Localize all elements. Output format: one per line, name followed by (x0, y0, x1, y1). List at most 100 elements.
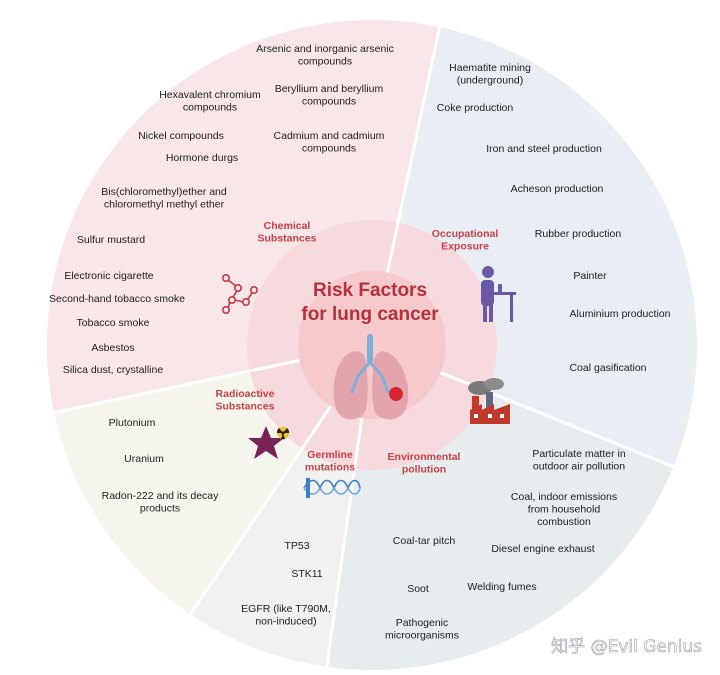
risk-item-germline-line: STK11 (291, 568, 322, 580)
risk-item-environmental-line: from household (528, 504, 601, 516)
category-label-radioactive-line: Substances (216, 401, 275, 413)
risk-item-germline-line: TP53 (284, 540, 309, 552)
lungs-icon (333, 334, 409, 420)
category-label-environmental-line: Environmental (388, 451, 461, 463)
risk-item-chemical-line: Sulfur mustard (77, 234, 145, 246)
risk-item-environmental-line: Soot (407, 583, 429, 595)
category-label-environmental-line: pollution (402, 464, 446, 476)
risk-item-chemical: Electronic cigarette (64, 270, 153, 282)
risk-item-environmental-line: combustion (537, 516, 591, 528)
risk-item-chemical: Sulfur mustard (77, 234, 145, 246)
sector-divider (53, 358, 300, 415)
sector-divider (189, 405, 332, 616)
risk-item-environmental-line: microorganisms (385, 630, 459, 642)
risk-item-chemical-line: Electronic cigarette (64, 270, 153, 282)
risk-item-occupational-line: Painter (573, 270, 607, 282)
risk-item-chemical-line: Hexavalent chromium (159, 89, 261, 101)
title-line-1: Risk Factors (313, 280, 427, 301)
risk-item-radioactive-line: products (140, 503, 180, 515)
risk-item-chemical-line: Second-hand tobacco smoke (49, 293, 185, 305)
category-label-germline-line: mutations (305, 462, 355, 474)
risk-item-chemical-line: Hormone durgs (166, 152, 238, 164)
risk-item-chemical-line: compounds (302, 143, 356, 155)
risk-item-environmental-line: outdoor air pollution (533, 461, 625, 473)
risk-item-chemical-line: Cadmium and cadmium (274, 130, 385, 142)
radioactive-star-icon (248, 426, 290, 459)
risk-item-occupational-line: Coal gasification (569, 362, 646, 374)
category-label-germline-line: Germline (307, 449, 353, 461)
sector-divider (385, 26, 442, 273)
risk-item-environmental: Coal-tar pitch (393, 535, 456, 547)
risk-item-environmental: Soot (407, 583, 429, 595)
risk-item-chemical-line: compounds (183, 102, 237, 114)
risk-item-occupational-line: Rubber production (535, 228, 622, 240)
risk-item-chemical-line: compounds (302, 96, 356, 108)
title-line-2: for lung cancer (301, 304, 439, 325)
risk-item-chemical-line: compounds (298, 56, 352, 68)
factory-icon (468, 378, 510, 424)
risk-item-occupational: Rubber production (535, 228, 622, 240)
category-label-radioactive-line: Radioactive (216, 388, 275, 400)
risk-item-environmental: Welding fumes (467, 581, 536, 593)
risk-item-chemical-line: chloromethyl methyl ether (104, 199, 225, 211)
risk-item-chemical: Tobacco smoke (77, 317, 150, 329)
sector-divider (325, 418, 364, 668)
diagram-title: Risk Factors for lung cancer (301, 280, 439, 325)
risk-item-germline: STK11 (291, 568, 322, 580)
risk-item-environmental-line: Welding fumes (467, 581, 536, 593)
risk-item-radioactive: Uranium (124, 453, 164, 465)
risk-item-occupational: Acheson production (511, 183, 604, 195)
risk-item-environmental-line: Coal, indoor emissions (511, 491, 617, 503)
risk-item-environmental-line: Diesel engine exhaust (491, 543, 594, 555)
dna-coil-icon (303, 478, 361, 498)
risk-item-chemical: Silica dust, crystalline (63, 364, 164, 376)
risk-item-chemical-line: Tobacco smoke (77, 317, 150, 329)
molecule-icon (222, 273, 259, 314)
risk-item-radioactive: Plutonium (109, 417, 156, 429)
risk-item-radioactive-line: Plutonium (109, 417, 156, 429)
risk-item-environmental-line: Pathogenic (396, 617, 449, 629)
category-label-chemical-line: Chemical (264, 220, 311, 232)
risk-item-chemical-line: Asbestos (91, 342, 134, 354)
category-label-occupational-line: Occupational (432, 228, 499, 240)
category-label-occupational-line: Exposure (441, 241, 489, 253)
risk-item-chemical-line: Beryllium and beryllium (275, 83, 384, 95)
risk-item-chemical: Asbestos (91, 342, 134, 354)
risk-item-radioactive-line: Uranium (124, 453, 164, 465)
category-label-chemical-line: Substances (258, 233, 317, 245)
risk-item-chemical-line: Nickel compounds (138, 130, 224, 142)
risk-item-occupational-line: Coke production (437, 102, 514, 114)
risk-item-environmental: Diesel engine exhaust (491, 543, 594, 555)
risk-item-germline: TP53 (284, 540, 309, 552)
risk-item-germline-line: EGFR (like T790M, (241, 603, 331, 615)
risk-item-occupational: Iron and steel production (486, 143, 602, 155)
risk-item-chemical: Nickel compounds (138, 130, 224, 142)
risk-item-environmental-line: Particulate matter in (532, 448, 626, 460)
lab-worker-icon (481, 266, 516, 322)
risk-item-chemical-line: Silica dust, crystalline (63, 364, 164, 376)
risk-item-chemical: Second-hand tobacco smoke (49, 293, 185, 305)
risk-item-occupational-line: Acheson production (511, 183, 604, 195)
risk-item-radioactive-line: Radon-222 and its decay (102, 490, 219, 502)
risk-item-germline: EGFR (like T790M,non-induced) (241, 603, 331, 628)
risk-item-chemical-line: Arsenic and inorganic arsenic (256, 43, 394, 55)
risk-item-occupational: Haematite mining(underground) (449, 62, 531, 87)
risk-item-chemical: Hormone durgs (166, 152, 238, 164)
risk-item-occupational: Painter (573, 270, 607, 282)
risk-item-environmental-line: Coal-tar pitch (393, 535, 456, 547)
